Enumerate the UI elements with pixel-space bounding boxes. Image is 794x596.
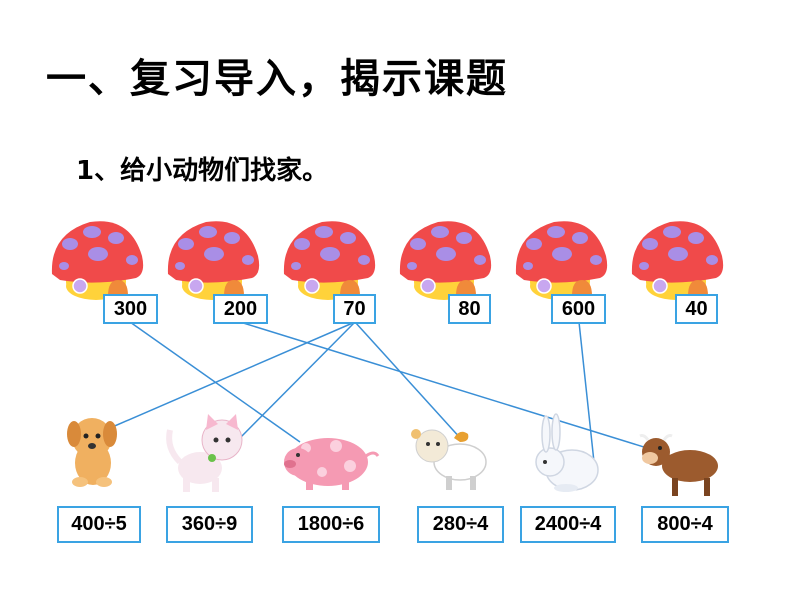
task-instruction: 1、给小动物们找家。 — [76, 156, 329, 186]
connection-line-70-360div9 — [237, 321, 356, 441]
house-number-box: 40 — [675, 294, 718, 324]
mushroom-house-icon — [631, 220, 724, 301]
pig-icon — [284, 438, 380, 490]
connection-line-600-2400div4 — [578, 321, 595, 463]
mushroom-house-icon — [167, 220, 260, 301]
cat-icon — [166, 414, 243, 492]
connection-lines — [109, 321, 661, 463]
mushroom-house-icon — [399, 220, 492, 301]
cow-icon — [639, 434, 718, 496]
mushroom-house-icon — [51, 220, 144, 301]
house-number-box: 70 — [333, 294, 376, 324]
rabbit-icon — [535, 413, 599, 492]
sheep-icon — [411, 429, 487, 490]
division-expression-box: 1800÷6 — [282, 506, 380, 543]
connection-line-200-800div4 — [239, 321, 661, 453]
division-expression-box: 280÷4 — [417, 506, 504, 543]
division-expression-box: 2400÷4 — [520, 506, 616, 543]
mushroom-house-icon — [515, 220, 608, 301]
house-number-box: 600 — [551, 294, 606, 324]
connection-line-70-280div4 — [354, 321, 463, 441]
house-number-box: 300 — [103, 294, 158, 324]
division-expression-box: 800÷4 — [641, 506, 729, 543]
mushroom-house-icon — [283, 220, 376, 301]
division-expression-box: 360÷9 — [166, 506, 253, 543]
division-expression-box: 400÷5 — [57, 506, 141, 543]
house-number-box: 80 — [448, 294, 491, 324]
house-number-box: 200 — [213, 294, 268, 324]
connection-line-70-400div5 — [109, 321, 356, 429]
dog-icon — [67, 418, 117, 487]
page-title: 一、复习导入，揭示课题 — [46, 56, 508, 102]
